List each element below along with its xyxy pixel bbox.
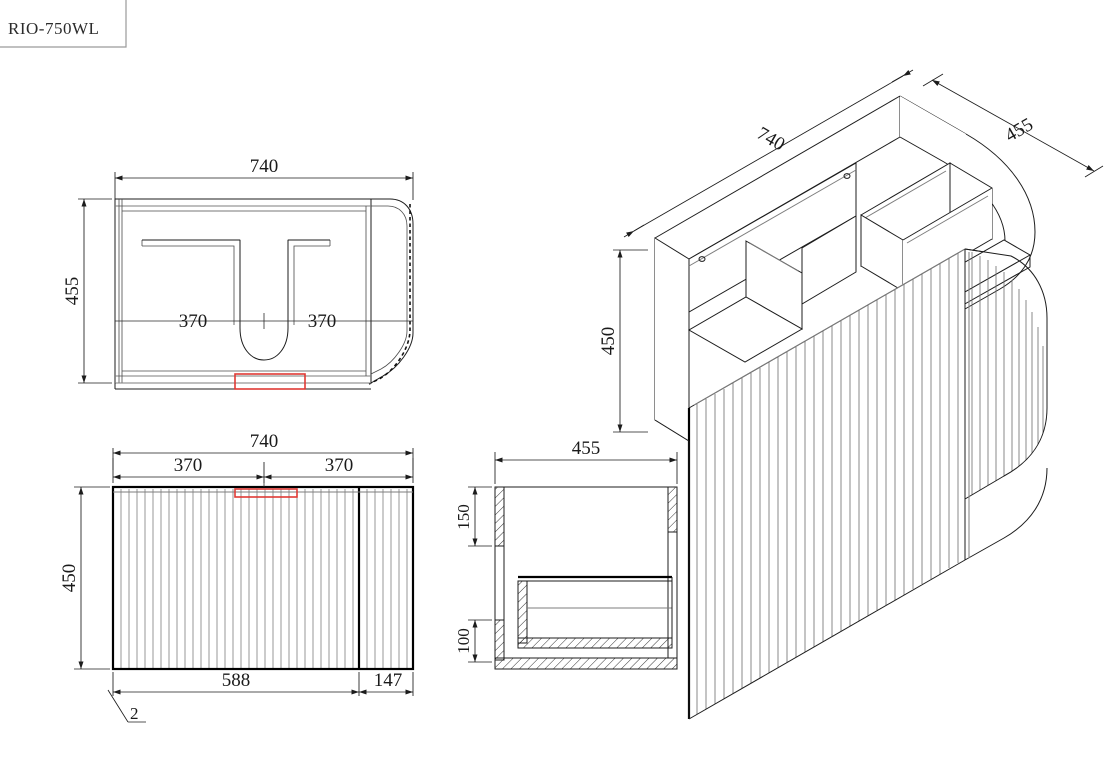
isometric-view: 740 455 450 [598,69,1104,719]
front-view-width-dimension: 740 [112,431,414,470]
iso-height-dimension: 450 [598,249,648,433]
top-view-width-dimension: 740 [114,156,414,200]
front-view: 740 370 370 450 [59,431,415,723]
side-section-drawer-box [517,575,673,649]
side-section-drawer-bottom [517,637,673,649]
front-view-height-dimension: 450 [59,486,110,670]
front-view-section-dimensions: 370 370 [112,455,414,483]
front-view-leader-note: 2 [107,689,146,723]
iso-screw-hole-back [844,174,850,179]
front-view-height-value: 450 [59,564,80,593]
side-section-left-wall-lower [494,619,505,661]
title-block-label: RIO-750WL [8,19,99,38]
front-view-fluted-texture [120,489,354,668]
title-block: RIO-750WL [0,0,127,48]
side-section-drawer-left-wall [517,580,528,644]
front-view-panel-dimensions: 588 147 [112,670,414,696]
side-section-left-wall-upper [494,486,505,547]
front-view-fluted-texture-right [366,489,408,668]
side-section-base-slab [494,657,678,670]
side-section-top-value: 150 [454,504,473,530]
top-view-body: 370 370 [115,199,413,390]
top-view-right-section-value: 370 [308,311,337,332]
side-section-body [494,486,678,670]
top-view-depth-dimension: 455 [62,198,112,384]
iso-interior [689,163,1030,362]
side-section-view: 455 150 100 [454,438,678,670]
side-section-right-wall-upper [667,486,678,533]
front-view-width-value: 740 [250,431,279,452]
iso-depth-value: 455 [1002,114,1037,146]
front-view-body [111,479,415,671]
top-view-basin-cutout [141,240,331,360]
side-section-top-dimension: 150 [454,486,492,547]
top-view-depth-value: 455 [62,277,83,306]
side-section-bottom-value: 100 [454,628,473,654]
front-view-side-panel-value: 147 [374,670,403,691]
front-view-handle-highlight [234,488,298,498]
top-view: 740 455 [62,156,414,390]
iso-width-value: 740 [753,123,788,155]
side-section-bottom-dimension: 100 [454,619,492,663]
side-section-depth-value: 455 [572,438,601,459]
top-view-width-value: 740 [250,156,279,177]
top-view-left-section-value: 370 [179,311,208,332]
iso-cabinet-body [655,96,1047,719]
iso-screw-hole-left [699,257,705,262]
front-view-left-section-value: 370 [174,455,203,476]
front-view-leader-note-value: 2 [130,704,139,723]
iso-height-value: 450 [598,327,619,356]
side-section-depth-dimension: 455 [494,438,678,484]
front-view-right-section-value: 370 [325,455,354,476]
front-view-main-panel-value: 588 [222,670,251,691]
top-view-handle-highlight [234,373,306,390]
